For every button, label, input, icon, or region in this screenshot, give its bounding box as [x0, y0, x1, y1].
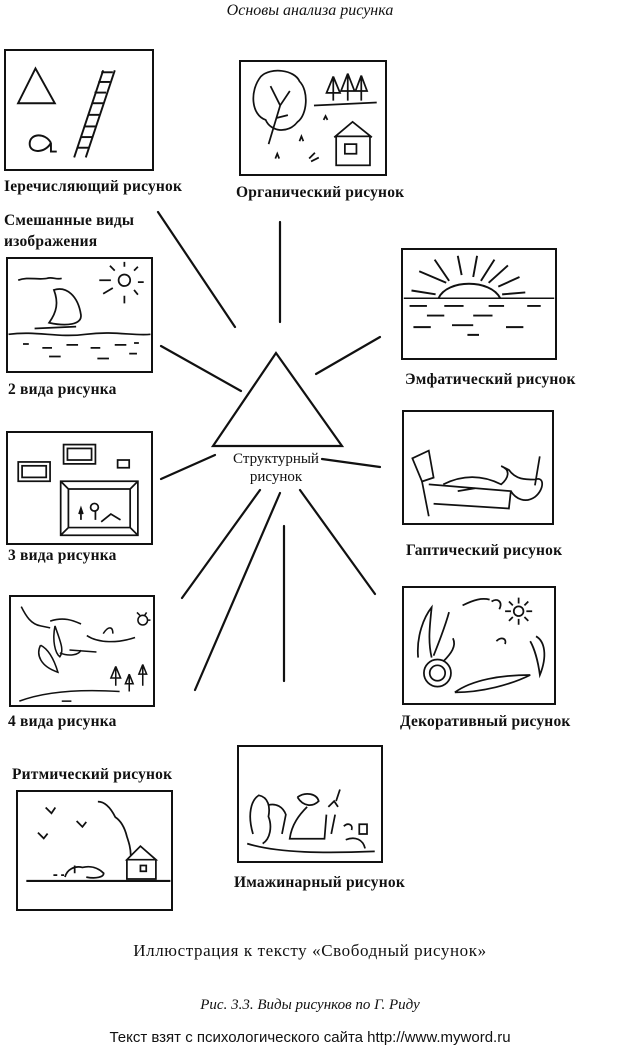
figure-caption: Рис. 3.3. Виды рисунков по Г. Риду — [200, 997, 420, 1013]
organic-drawing — [252, 69, 377, 167]
sunrise-icon — [437, 282, 502, 299]
rider-creature-icon — [288, 793, 328, 840]
landscape-icon — [78, 505, 121, 523]
four-kinds-drawing — [19, 606, 151, 702]
three-kinds-drawing — [17, 443, 139, 537]
center-label: Структурный рисунок — [196, 450, 356, 486]
label-decorative: Декоративный рисунок — [400, 713, 571, 730]
picture-rhythmic — [16, 790, 173, 911]
ray-four-kinds — [180, 488, 262, 600]
ray-two-kinds — [159, 344, 243, 393]
ray-empathic — [314, 335, 382, 376]
enumerative-drawing — [16, 66, 116, 158]
decorative-drawing — [416, 597, 546, 694]
picture-two-kinds — [6, 257, 153, 373]
sail-icon — [47, 288, 82, 326]
plant-creature-icon — [249, 794, 272, 845]
picture-imaginary — [237, 745, 383, 863]
empathic-drawing — [403, 255, 555, 336]
frame-medium-icon — [62, 443, 97, 465]
picture-organic — [239, 60, 387, 176]
person-icon — [442, 465, 544, 501]
house-icon — [335, 135, 371, 167]
letter-a-icon — [28, 134, 57, 153]
smoke-icon — [97, 800, 132, 856]
flower-icon — [423, 658, 452, 688]
boat-icon — [86, 627, 136, 643]
imaginary-drawing — [246, 789, 375, 854]
tree-icon — [252, 69, 307, 131]
center-label-line2: рисунок — [249, 469, 303, 485]
mixed-heading-line1: Смешанные виды — [4, 212, 135, 229]
picture-four-kinds — [9, 595, 155, 707]
sun-icon — [137, 614, 149, 626]
structural-triangle — [210, 351, 345, 448]
deer-creature-icon — [327, 789, 353, 835]
frame-small-icon — [17, 461, 51, 483]
ray-decorative — [298, 488, 377, 596]
ray-three-kinds — [159, 453, 217, 481]
label-rhythmic: Ритмический рисунок — [12, 766, 173, 783]
two-kinds-drawing — [8, 261, 151, 360]
rhythmic-drawing — [26, 800, 171, 883]
leaf-icon — [416, 604, 433, 658]
center-label-line1: Структурный — [233, 451, 319, 467]
label-empathic: Эмфатический рисунок — [405, 371, 576, 388]
picture-haptic — [402, 410, 554, 525]
label-imaginary: Имажинарный рисунок — [234, 874, 405, 891]
haptic-drawing — [411, 449, 544, 517]
bed-headboard-icon — [411, 449, 435, 483]
pine-icon — [325, 73, 369, 101]
mixed-heading-line2: изображения — [4, 233, 98, 250]
ray-rhythmic — [193, 491, 282, 692]
car-icon — [64, 865, 105, 879]
pines-icon — [109, 664, 148, 692]
picture-decorative — [402, 586, 556, 705]
sun-ornament-icon — [512, 605, 525, 617]
page-header: Основы анализа рисунка — [226, 2, 394, 19]
ray-haptic — [320, 457, 382, 469]
picture-three-kinds — [6, 431, 153, 545]
bird-icon — [37, 806, 87, 840]
frame-large-icon — [59, 480, 139, 537]
triangle-icon — [16, 66, 57, 105]
house-icon — [124, 844, 159, 880]
label-two-kinds: 2 вида рисунка — [8, 381, 117, 398]
picture-empathic — [401, 248, 557, 360]
mixed-kinds-heading: Смешанные виды изображения — [4, 210, 134, 252]
label-three-kinds: 3 вида рисунка — [8, 547, 117, 564]
ray-enumerative — [156, 210, 237, 329]
label-haptic: Гаптический рисунок — [406, 542, 563, 559]
illustration-caption: Иллюстрация к тексту «Свободный рисунок» — [133, 941, 487, 960]
picture-enumerative — [4, 49, 154, 171]
frame-tiny-icon — [116, 459, 131, 469]
label-enumerative: Іеречисляющий рисунок — [4, 178, 183, 195]
label-four-kinds: 4 вида рисунка — [8, 713, 117, 730]
source-note: Текст взят с психологического сайта http… — [109, 1029, 511, 1046]
label-organic: Органический рисунок — [236, 184, 405, 201]
bird-icon — [20, 606, 51, 629]
sun-icon — [117, 273, 132, 287]
bed-icon — [421, 481, 512, 517]
